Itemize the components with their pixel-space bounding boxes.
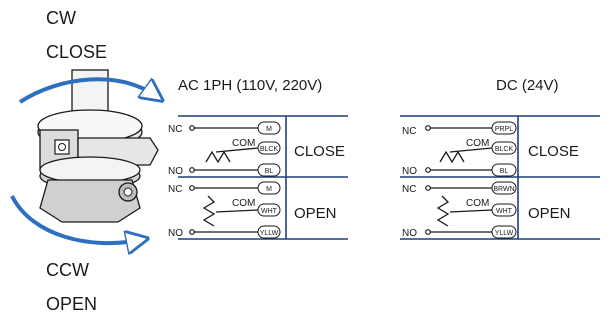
dc-close-nc: NC (402, 126, 416, 137)
dc-open-label: OPEN (528, 205, 571, 222)
dc-open-nc: NC (402, 184, 416, 195)
dc-panel: DC (24V) NC COM NO PRPL BLCK BL CLOSE NC (400, 77, 600, 240)
ac-open-tag-wht: WHT (257, 203, 281, 217)
dc-close-no: NO (402, 166, 417, 177)
close-direction-label: CLOSE (46, 42, 107, 62)
svg-text:YLLW: YLLW (495, 230, 514, 237)
ac-close-tag-bl: BL (257, 163, 281, 177)
ac-open-com: COM (232, 198, 255, 209)
dc-close-tag-blck: BLCK (491, 141, 517, 155)
ac-open-nc: NC (168, 184, 182, 195)
svg-text:BL: BL (500, 168, 509, 175)
dc-close-tag-bl: BL (491, 163, 517, 177)
dc-close-tag-prpl: PRPL (491, 121, 517, 135)
ac-close-tag-m: M (257, 121, 281, 135)
ac-panel-title: AC 1PH (110V, 220V) (178, 77, 322, 94)
svg-text:WHT: WHT (496, 208, 513, 215)
dc-open-tag-yllw: YLLW (491, 225, 517, 239)
svg-text:BLCK: BLCK (495, 146, 514, 153)
ac-close-tag-blck: BLCK (257, 141, 281, 155)
ac-close-com: COM (232, 138, 255, 149)
svg-text:M: M (266, 186, 272, 193)
ccw-arrow-icon (10, 195, 140, 243)
ac-open-no: NO (168, 228, 183, 239)
dc-open-com: COM (466, 198, 489, 209)
ac-close-label: CLOSE (294, 143, 345, 160)
actuator-illustration (37, 69, 159, 223)
svg-text:BRWN: BRWN (493, 186, 514, 193)
ac-open-label: OPEN (294, 205, 337, 222)
ac-open-tag-yllw: YLLW (257, 225, 281, 239)
svg-text:YLLW: YLLW (260, 230, 279, 237)
cw-arrow-icon (18, 77, 156, 104)
svg-text:WHT: WHT (261, 208, 278, 215)
ac-open-tag-m: M (257, 181, 281, 195)
svg-text:M: M (266, 126, 272, 133)
dc-open-tag-wht: WHT (491, 203, 517, 217)
dc-close-com: COM (466, 138, 489, 149)
svg-text:PRPL: PRPL (495, 126, 513, 133)
open-direction-label: OPEN (46, 294, 97, 314)
svg-text:BL: BL (265, 168, 274, 175)
ac-close-no: NO (168, 166, 183, 177)
dc-open-no: NO (402, 228, 417, 239)
ac-panel: AC 1PH (110V, 220V) NC COM NO M BLCK BL … (168, 77, 348, 240)
cw-label: CW (46, 8, 76, 28)
dc-close-label: CLOSE (528, 143, 579, 160)
ccw-label: CCW (46, 260, 89, 280)
ac-close-nc: NC (168, 124, 182, 135)
svg-text:BLCK: BLCK (260, 146, 279, 153)
dc-open-tag-brwn: BRWN (491, 181, 517, 195)
dc-panel-title: DC (24V) (496, 77, 559, 94)
